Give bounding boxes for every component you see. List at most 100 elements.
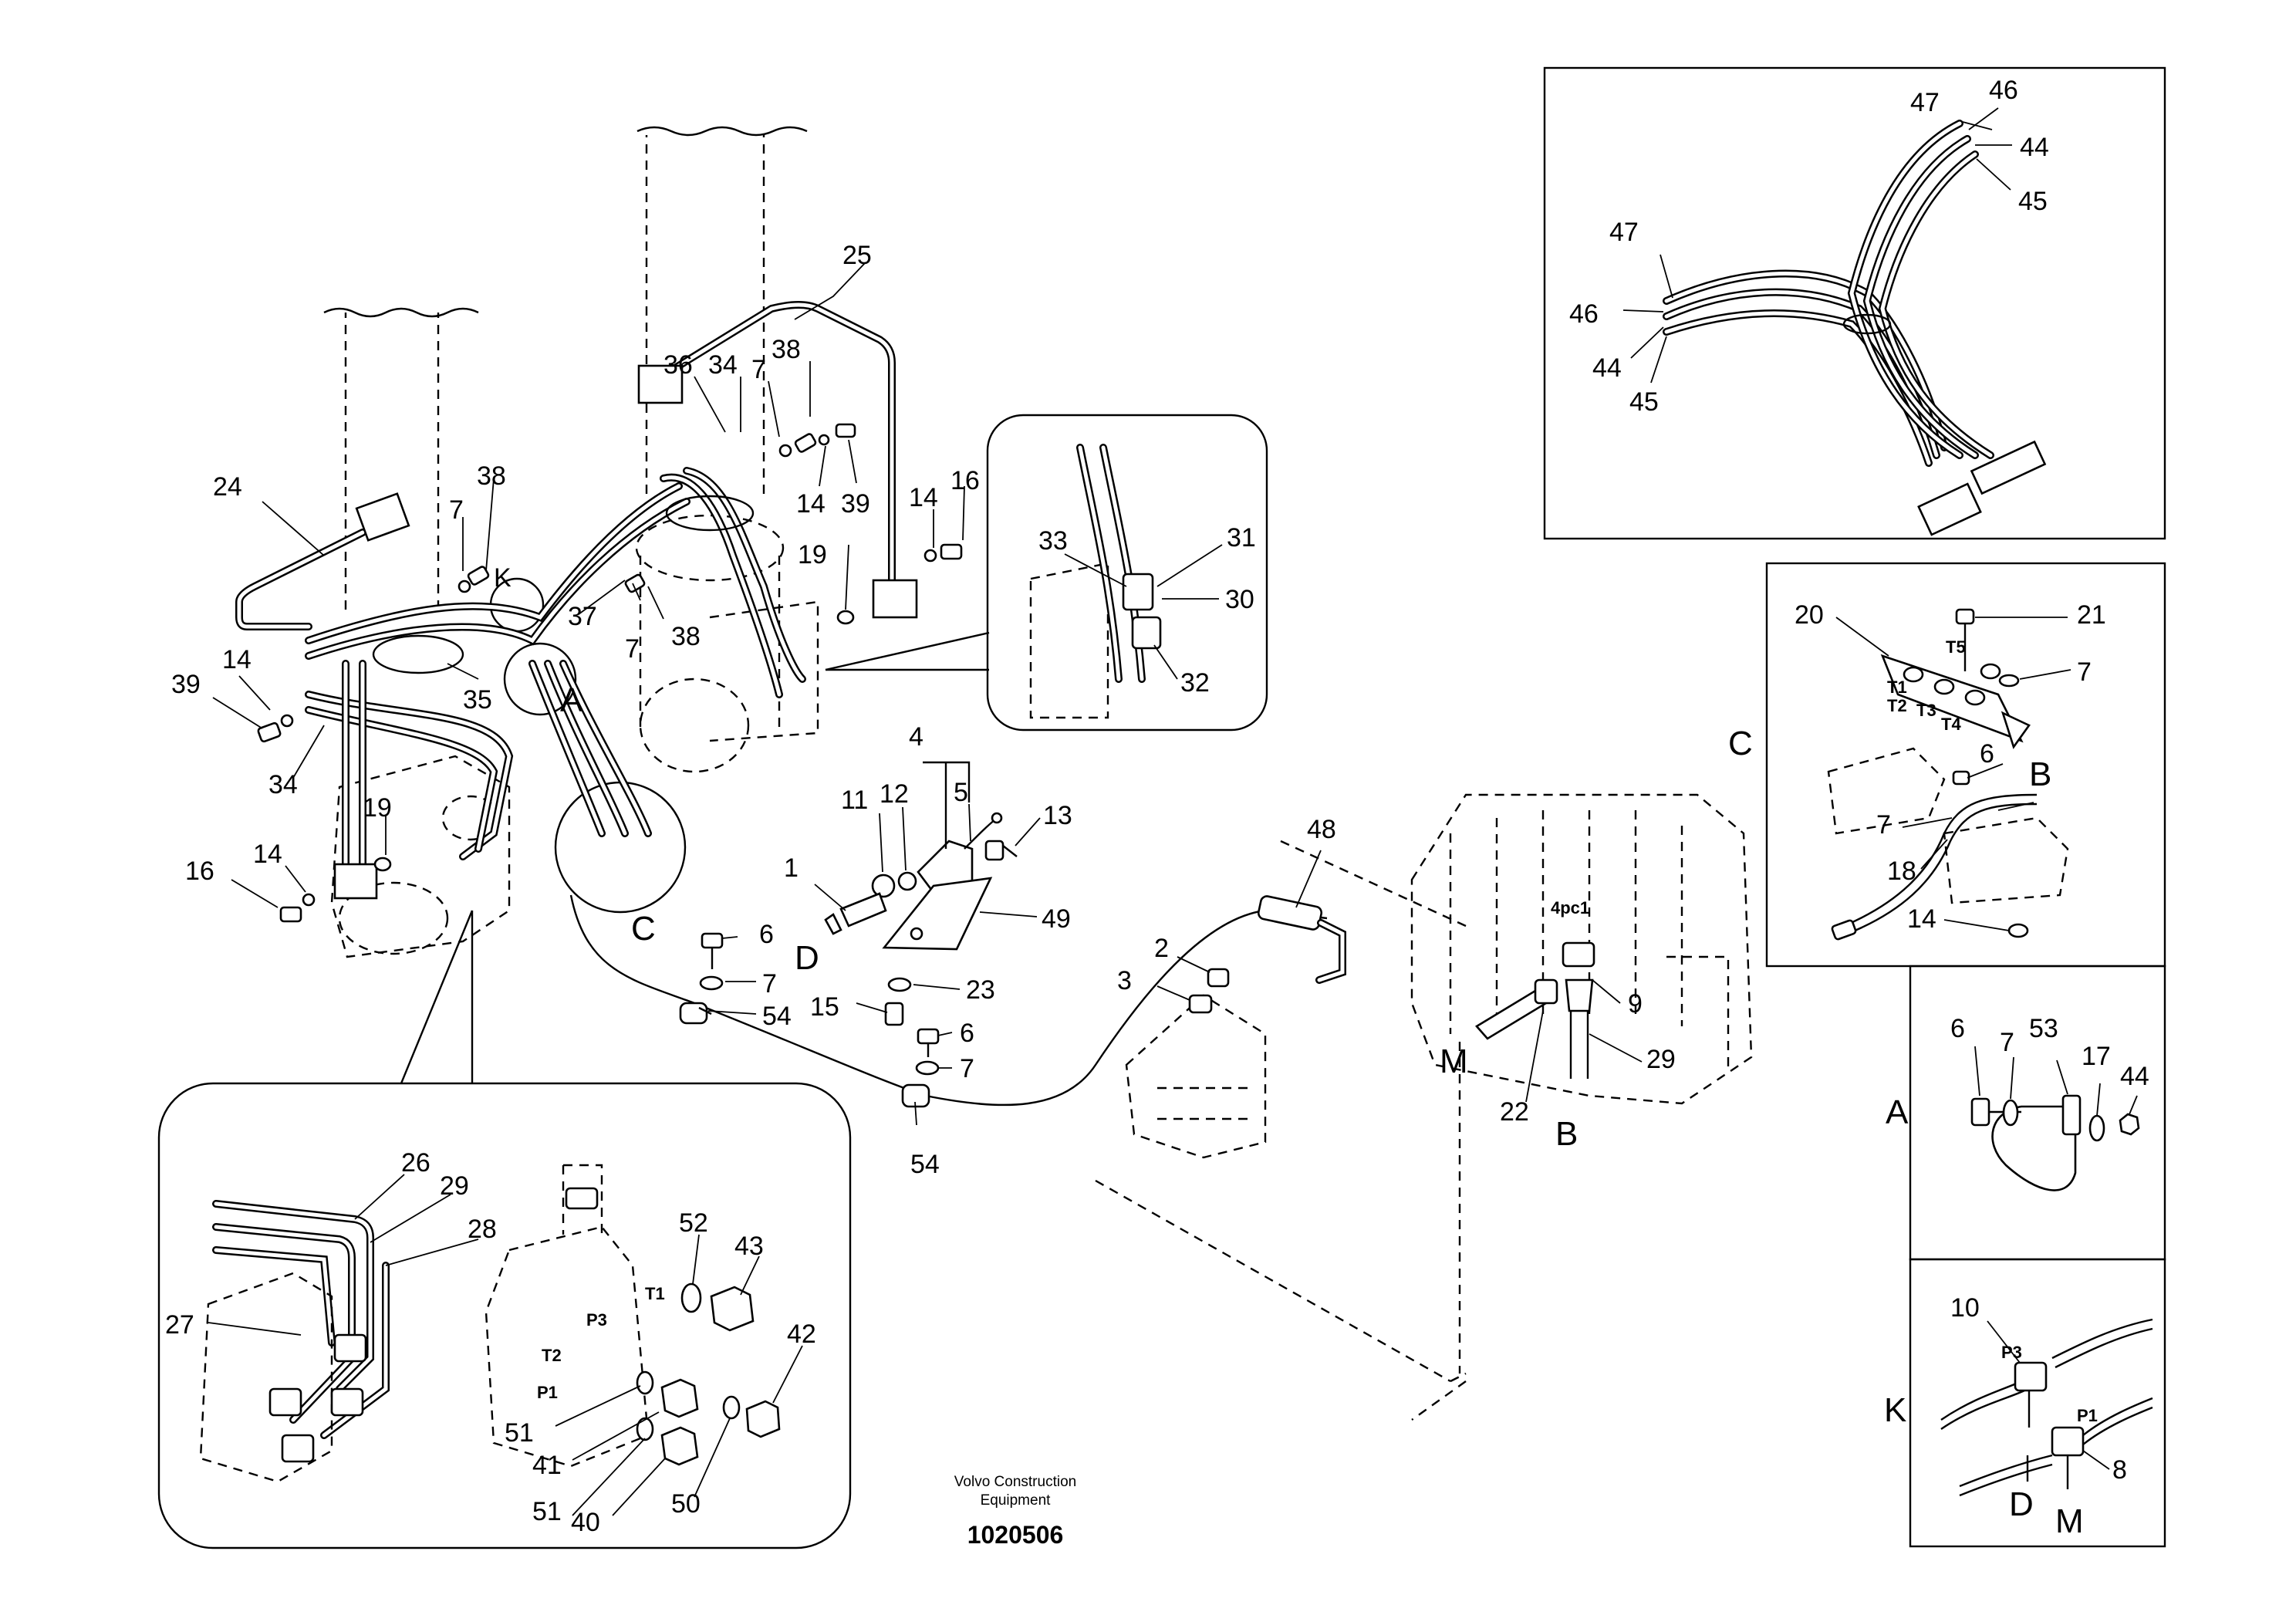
- port-p1-lower: P1: [537, 1383, 558, 1402]
- label-29-b: 29: [440, 1171, 469, 1201]
- oring-19-b: [836, 610, 855, 625]
- label-43: 43: [734, 1232, 764, 1261]
- label-25: 25: [842, 241, 872, 270]
- label-7-f: 7: [2077, 657, 2092, 687]
- label-42: 42: [787, 1320, 816, 1349]
- label-22: 22: [1500, 1097, 1529, 1127]
- label-38-b: 38: [772, 335, 801, 364]
- label-5: 5: [954, 778, 968, 807]
- bolt-13: [984, 840, 1018, 861]
- label-16-b: 16: [950, 466, 980, 495]
- washer-17: [2088, 1114, 2105, 1142]
- label-46-b: 46: [1569, 299, 1599, 329]
- port-t1-lower: T1: [645, 1284, 665, 1303]
- label-53: 53: [2029, 1014, 2058, 1043]
- label-45-b: 45: [1629, 387, 1659, 417]
- detail-circle-c: [554, 781, 687, 914]
- oring-19-a: [373, 857, 392, 872]
- port-t2-lower: T2: [542, 1346, 562, 1365]
- port-p3-lower: P3: [586, 1310, 607, 1330]
- label-7-e: 7: [960, 1054, 974, 1083]
- label-39-b: 39: [841, 489, 870, 519]
- adapter-40: [660, 1426, 699, 1466]
- label-7-a: 7: [449, 495, 464, 525]
- bolt-37: [624, 573, 646, 593]
- label-7-c: 7: [625, 634, 640, 664]
- label-18: 18: [1887, 857, 1916, 886]
- label-29-a: 29: [1646, 1045, 1676, 1074]
- bolt-39-b: [818, 423, 856, 446]
- label-23: 23: [966, 975, 995, 1005]
- letter-m-main: M: [1440, 1042, 1468, 1080]
- port-t2: T2: [1887, 696, 1907, 715]
- label-38-c: 38: [671, 622, 701, 651]
- label-40: 40: [571, 1508, 600, 1537]
- plug-2-3: [1188, 968, 1230, 1014]
- label-14-b: 14: [253, 840, 282, 869]
- oring-50: [722, 1395, 741, 1420]
- oring-51-a: [636, 1370, 654, 1395]
- label-14-a: 14: [222, 645, 252, 674]
- bracket-49: [882, 877, 993, 951]
- inset-upper-hose-detail: [986, 414, 1268, 732]
- clip-54-upper: [679, 1002, 712, 1025]
- label-24: 24: [213, 472, 242, 502]
- label-41: 41: [532, 1451, 562, 1480]
- label-35: 35: [463, 685, 492, 715]
- port-t5: T5: [1946, 637, 1966, 657]
- label-26: 26: [401, 1148, 430, 1178]
- letter-k-main: K: [494, 563, 512, 593]
- lower-inset-right-valve: [485, 1164, 650, 1468]
- letter-b-main: B: [1555, 1115, 1578, 1153]
- label-38-a: 38: [477, 461, 506, 491]
- hose-bundle-inset: [1663, 120, 2047, 536]
- footer-drawing-code: 1020506: [967, 1521, 1064, 1549]
- label-44-c: 44: [2120, 1062, 2149, 1091]
- detail-circle-a: [503, 642, 577, 716]
- label-30: 30: [1225, 585, 1254, 614]
- nut-44: [2119, 1113, 2140, 1136]
- clamp-53: [1991, 1094, 2082, 1191]
- fitting-9-29: [1562, 941, 1595, 1079]
- pipe-24: [235, 492, 410, 630]
- label-45-a: 45: [2018, 187, 2048, 216]
- fitting-11-12: [871, 871, 917, 898]
- label-6-b: 6: [960, 1019, 974, 1048]
- footer-company-line1: Volvo Construction: [954, 1474, 1076, 1490]
- letter-b-inset: B: [2029, 755, 2051, 793]
- label-28: 28: [468, 1215, 497, 1244]
- port-t4: T4: [1941, 715, 1961, 734]
- letter-a-inset: A: [1886, 1093, 1909, 1131]
- oring-52: [680, 1282, 702, 1313]
- label-50: 50: [671, 1489, 701, 1519]
- adapter-1: [824, 892, 887, 935]
- label-19-a: 19: [363, 793, 392, 823]
- label-34-b: 34: [708, 350, 738, 380]
- label-4: 4: [909, 722, 923, 752]
- label-8: 8: [2112, 1455, 2127, 1485]
- label-32: 32: [1180, 668, 1210, 698]
- label-7-d: 7: [762, 969, 777, 999]
- bolt-38-b: [778, 433, 817, 458]
- inset-hoses-top-right: [1543, 66, 2166, 540]
- detail-valve-30-33: [1029, 444, 1162, 719]
- footer-company-line2: Equipment: [981, 1492, 1052, 1509]
- label-47-b: 47: [1609, 218, 1639, 247]
- small-valve-block: [1125, 994, 1267, 1159]
- label-54-a: 54: [762, 1002, 792, 1031]
- bolt-15: [884, 1002, 904, 1026]
- label-49: 49: [1042, 904, 1071, 934]
- adapter-42: [745, 1400, 781, 1438]
- letter-c-main: C: [631, 910, 656, 948]
- letter-d-main: D: [795, 939, 819, 977]
- part-labels: 25 24 38 7 K 14 39 34 35 19 16 14 A C 36…: [165, 76, 2149, 1549]
- bolt-39-a: [257, 714, 294, 743]
- label-10: 10: [1950, 1293, 1980, 1323]
- port-t1: T1: [1887, 678, 1907, 697]
- label-7-g: 7: [1876, 810, 1891, 840]
- label-9: 9: [1628, 989, 1643, 1019]
- washer-23: [887, 977, 912, 992]
- note-4pc: 4pc1: [1551, 898, 1589, 917]
- label-1: 1: [784, 853, 799, 883]
